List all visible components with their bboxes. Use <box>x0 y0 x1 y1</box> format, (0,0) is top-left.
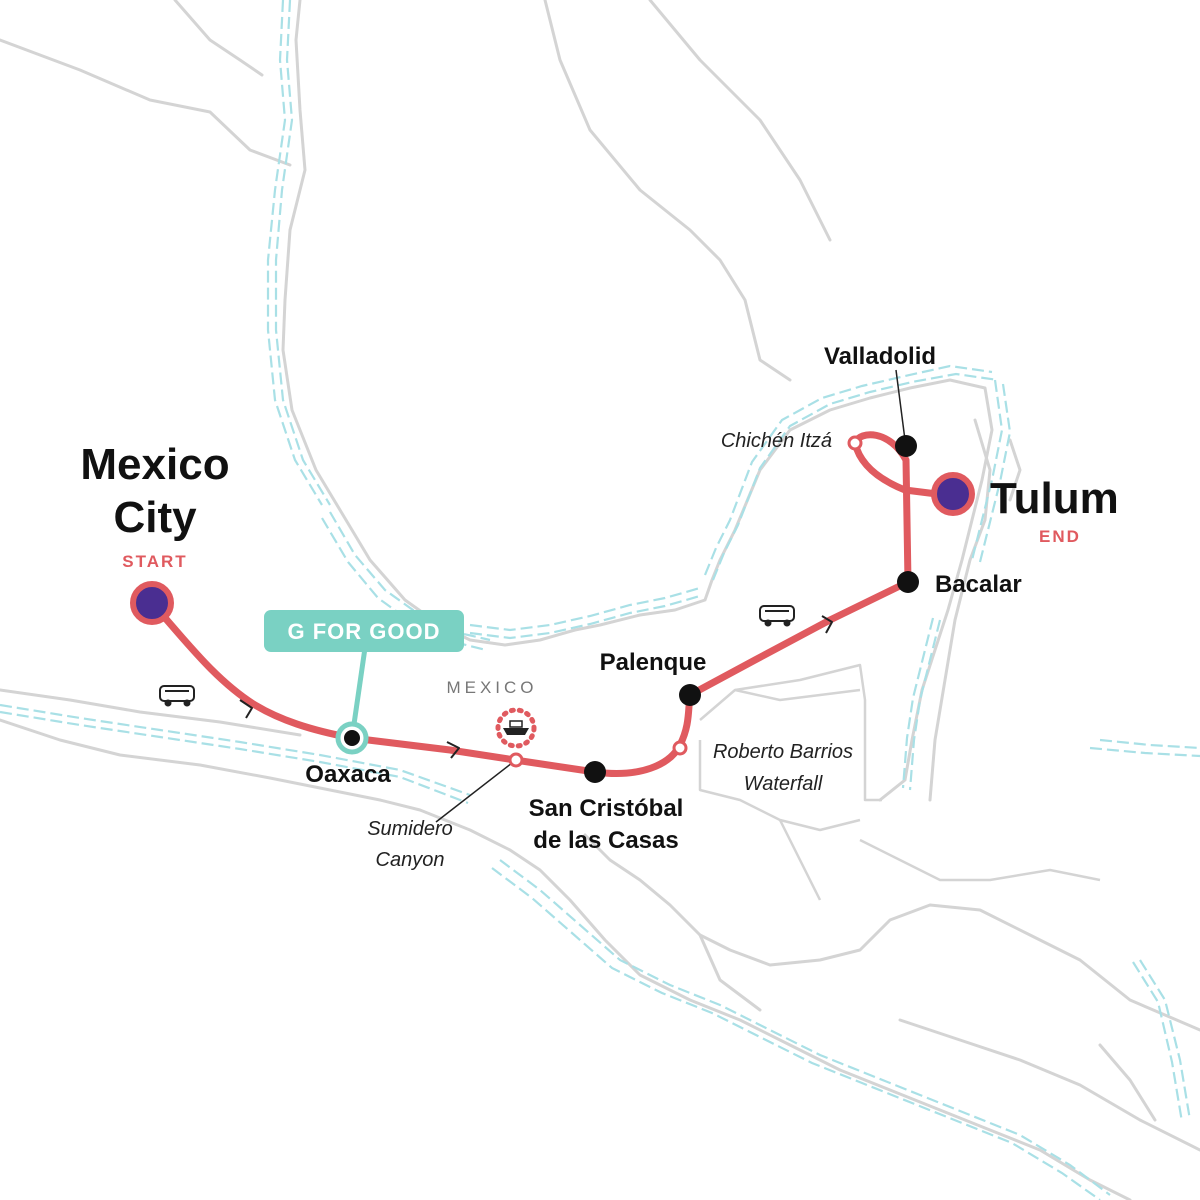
start-city-label-line1: Mexico <box>80 440 229 489</box>
start-marker <box>130 581 174 625</box>
palenque-label: Palenque <box>600 649 707 676</box>
bacalar-label: Bacalar <box>935 571 1022 598</box>
g-for-good-badge: G FOR GOOD <box>264 610 464 652</box>
roberto-barrios-marker <box>672 740 688 756</box>
san-cristobal-label-line1: San Cristóbal <box>529 795 684 822</box>
valladolid-label: Valladolid <box>824 343 936 370</box>
valladolid-marker <box>895 435 917 457</box>
country-borders <box>698 663 1101 901</box>
sumidero-marker <box>508 752 524 768</box>
chichen-itza-label: Chichén Itzá <box>721 430 832 452</box>
roberto-barrios-label-line2: Waterfall <box>744 773 823 795</box>
san-cristobal-marker <box>584 761 606 783</box>
sumidero-label-line1: Sumidero <box>367 818 453 840</box>
end-marker <box>931 472 975 516</box>
country-label: MEXICO <box>446 678 537 697</box>
direction-arrow-icon <box>239 615 833 759</box>
palenque-marker <box>679 684 701 706</box>
valladolid-leader <box>895 369 906 441</box>
sumidero-label-line2: Canyon <box>376 849 445 871</box>
route-line <box>148 431 957 777</box>
start-tag: START <box>122 552 187 571</box>
end-tag: END <box>1039 527 1081 546</box>
chichen-itza-marker <box>847 435 863 451</box>
roberto-barrios-label-line1: Roberto Barrios <box>713 741 853 763</box>
boat-icon <box>495 707 537 749</box>
end-city-label: Tulum <box>990 474 1119 523</box>
oaxaca-label: Oaxaca <box>305 761 391 788</box>
oaxaca-marker <box>335 721 369 755</box>
bacalar-marker <box>897 571 919 593</box>
sumidero-leader <box>435 762 513 823</box>
san-cristobal-label-line2: de las Casas <box>533 827 678 854</box>
bus-icon <box>159 685 195 707</box>
start-city-label-line2: City <box>113 493 197 542</box>
g-for-good-label: G FOR GOOD <box>288 619 441 644</box>
bus-icon <box>759 605 795 627</box>
